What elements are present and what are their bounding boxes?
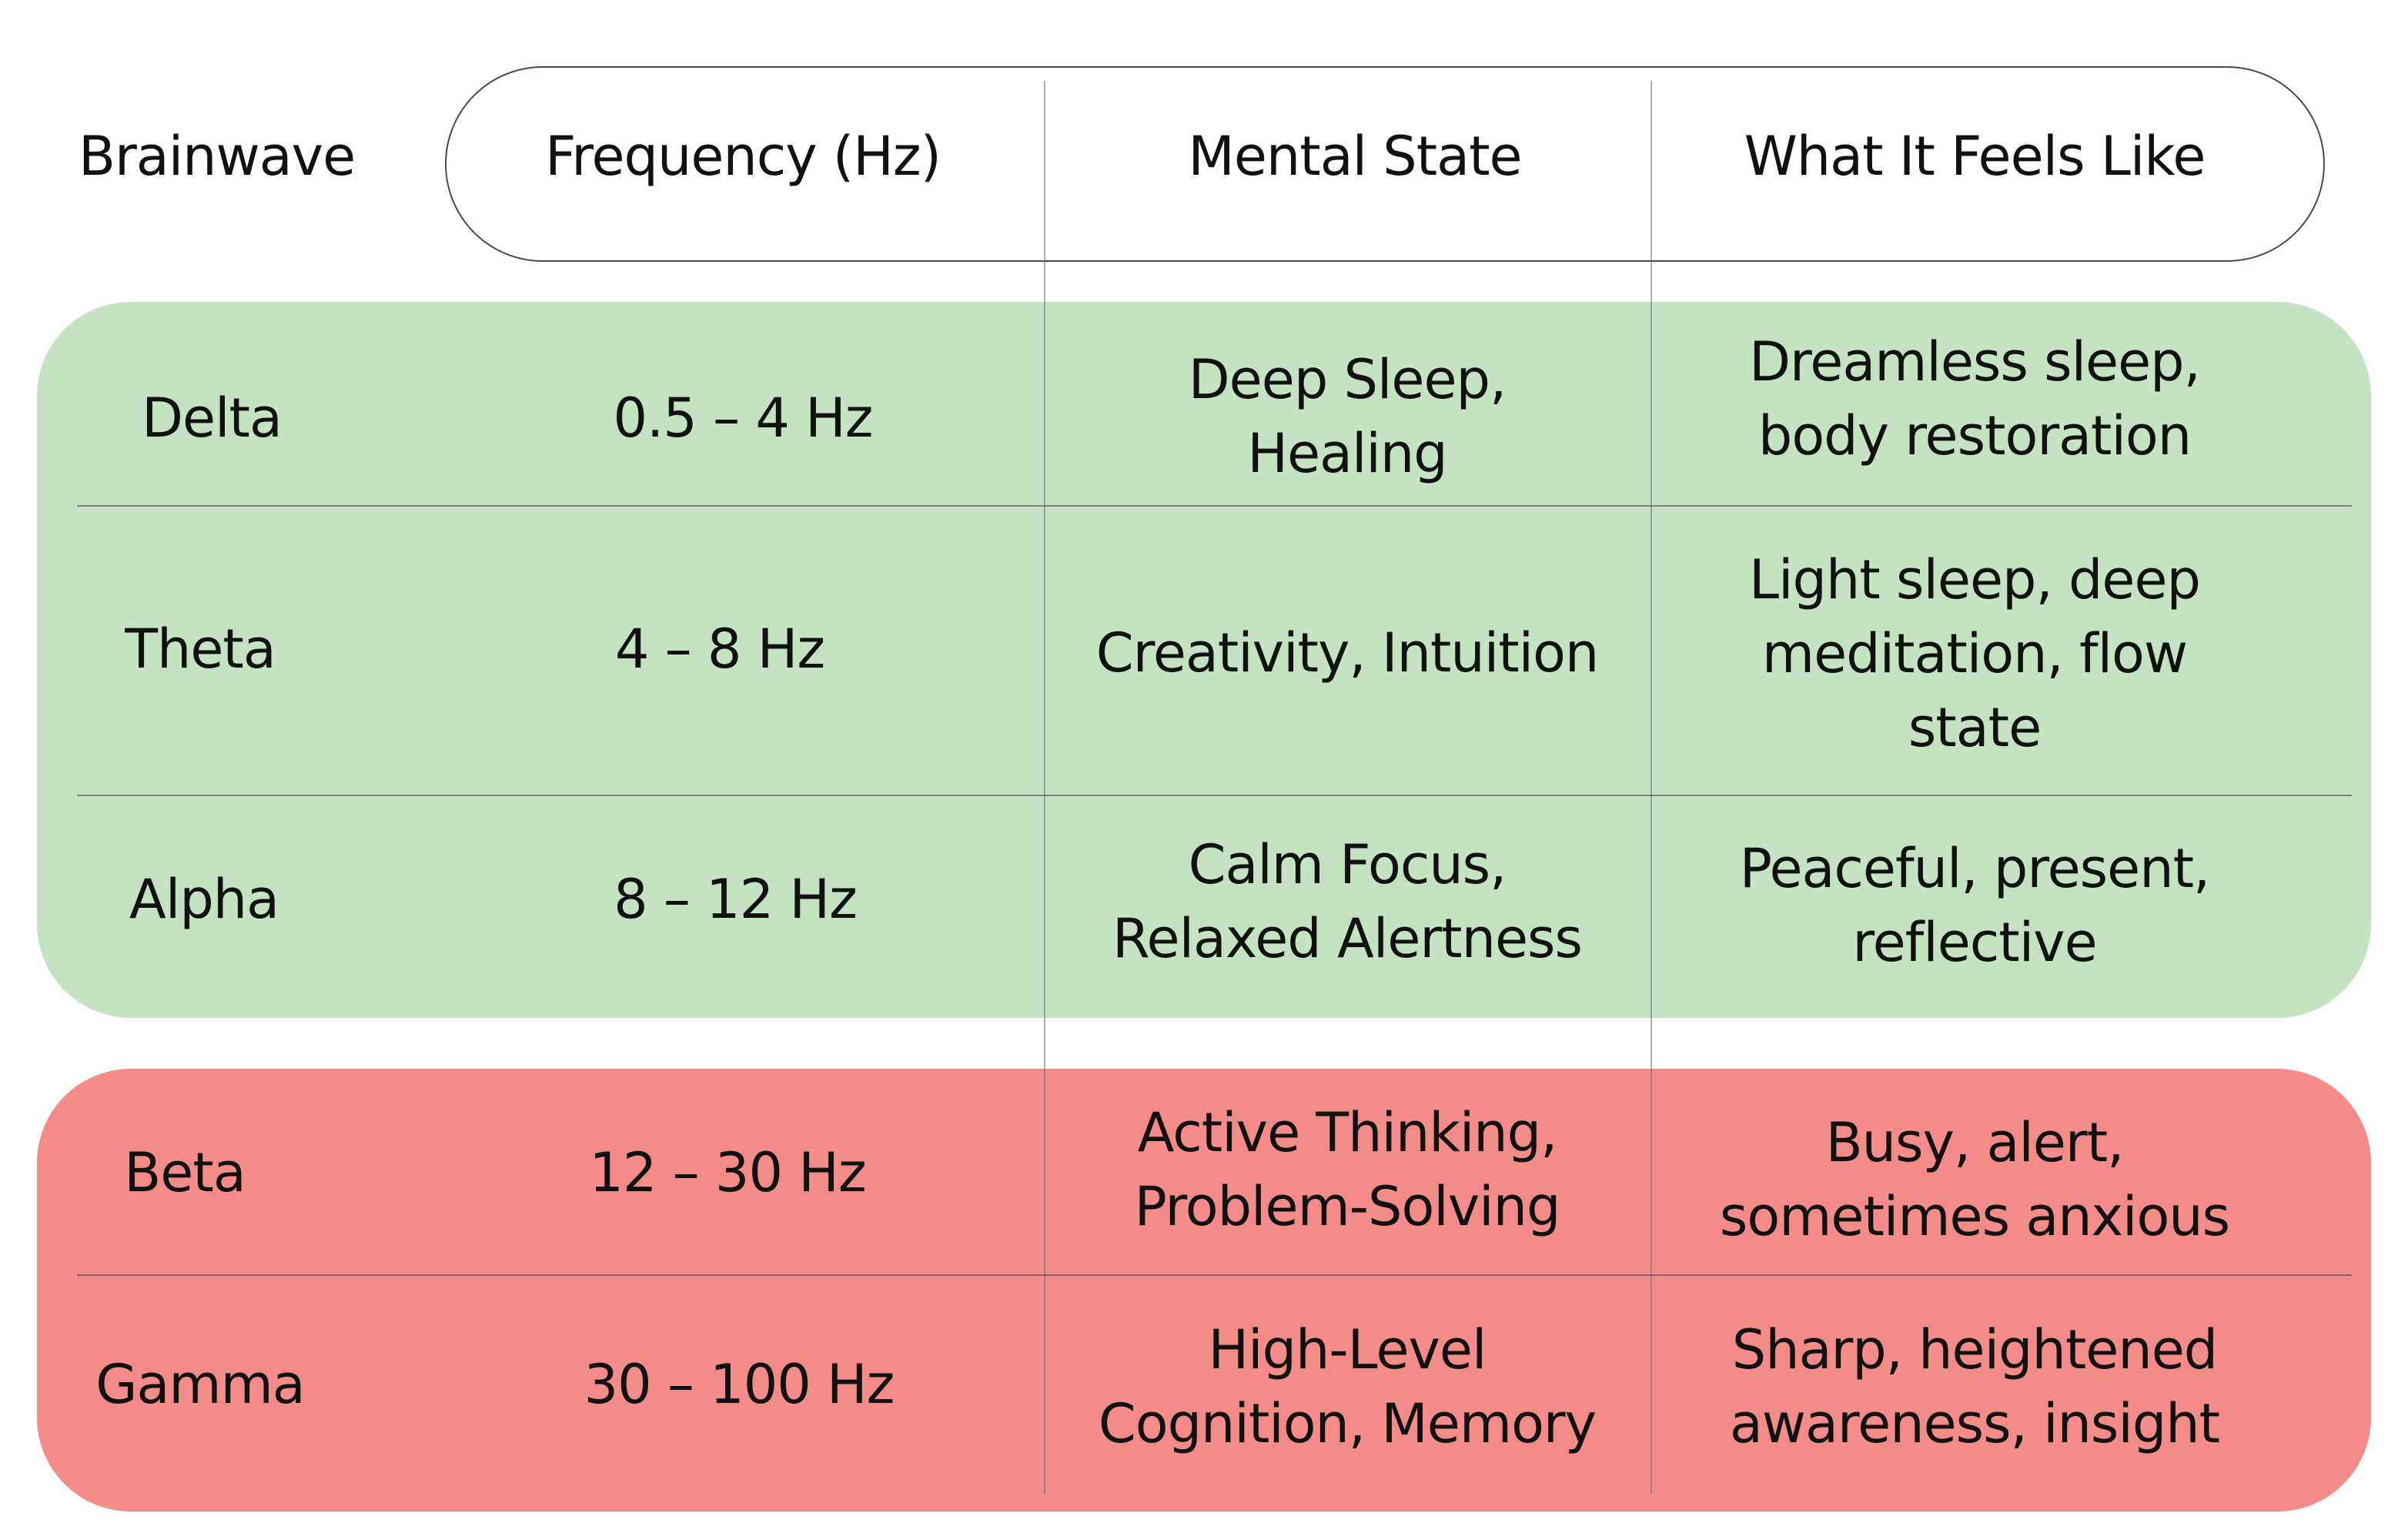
- mental-state-cell: Deep Sleep, Healing: [1188, 348, 1507, 485]
- brainwave-cell: Alpha: [129, 868, 279, 931]
- row-divider: [77, 1274, 2352, 1276]
- calm-waves-panel: [37, 302, 2371, 1018]
- feels-like-cell: Peaceful, present, reflective: [1739, 837, 2211, 974]
- frequency-cell: 30 – 100 Hz: [584, 1353, 895, 1416]
- row-divider: [77, 505, 2352, 507]
- brainwave-cell: Theta: [125, 618, 276, 681]
- brainwave-cell: Beta: [124, 1141, 246, 1204]
- header-feels-like: What It Feels Like: [1744, 125, 2206, 188]
- column-divider: [1650, 81, 1652, 1494]
- feels-like-cell: Light sleep, deep meditation, flow state: [1749, 548, 2201, 759]
- mental-state-cell: High-Level Cognition, Memory: [1098, 1318, 1597, 1455]
- header-frequency: Frequency (Hz): [545, 125, 941, 188]
- brainwave-cell: Delta: [142, 387, 283, 450]
- feels-like-cell: Busy, alert, sometimes anxious: [1719, 1111, 2230, 1248]
- frequency-cell: 12 – 30 Hz: [589, 1141, 866, 1204]
- frequency-cell: 4 – 8 Hz: [614, 618, 825, 681]
- brainwave-cell: Gamma: [95, 1353, 305, 1416]
- row-divider: [77, 795, 2352, 796]
- column-divider: [1044, 81, 1045, 1494]
- mental-state-cell: Calm Focus, Relaxed Alertness: [1112, 833, 1583, 970]
- active-waves-panel: [37, 1069, 2371, 1512]
- mental-state-cell: Active Thinking, Problem-Solving: [1134, 1101, 1561, 1238]
- frequency-cell: 8 – 12 Hz: [614, 868, 858, 931]
- frequency-cell: 0.5 – 4 Hz: [613, 387, 874, 450]
- feels-like-cell: Dreamless sleep, body restoration: [1749, 330, 2201, 467]
- header-mental-state: Mental State: [1188, 125, 1522, 188]
- mental-state-cell: Creativity, Intuition: [1095, 621, 1600, 685]
- header-pill: [445, 66, 2325, 262]
- header-brainwave: Brainwave: [79, 125, 356, 188]
- feels-like-cell: Sharp, heightened awareness, insight: [1729, 1318, 2220, 1455]
